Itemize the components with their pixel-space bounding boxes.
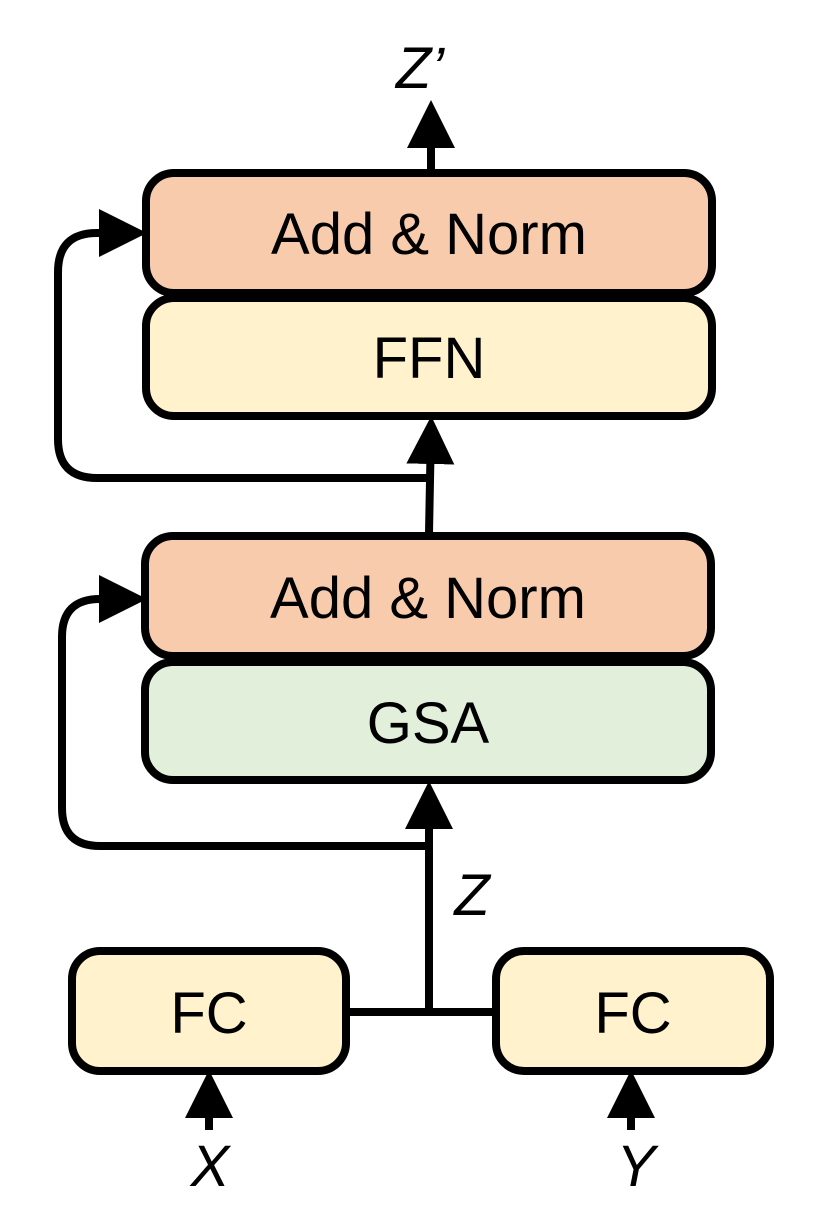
gsa-box <box>141 658 715 784</box>
add-norm-bottom-box <box>141 532 715 660</box>
add-norm-top-box <box>142 169 716 297</box>
output-label: Z’ <box>394 36 445 101</box>
gsa-label: GSA <box>367 691 490 756</box>
fc-right-label: FC <box>594 981 671 1046</box>
ffn-box <box>142 294 716 420</box>
add-norm-top-label: Add & Norm <box>271 202 587 267</box>
z-label: Z <box>452 863 492 928</box>
top-residual-connection <box>54 209 431 482</box>
ffn-block: FFN <box>142 294 716 420</box>
add-norm-bottom-block: Add & Norm <box>141 532 715 660</box>
add-norm-top-block: Add & Norm <box>142 169 716 297</box>
bottom-residual-connection <box>58 575 429 850</box>
fc-right-block: FC <box>492 947 774 1075</box>
y-label: Y <box>617 1134 660 1199</box>
x-label: X <box>189 1134 232 1199</box>
fc-left-block: FC <box>68 947 350 1075</box>
add-norm-bottom-label: Add & Norm <box>270 566 586 631</box>
ffn-label: FFN <box>373 326 486 391</box>
arrow-to-ffn <box>406 416 455 534</box>
gsa-block: GSA <box>141 658 715 784</box>
fc-left-label: FC <box>170 981 247 1046</box>
